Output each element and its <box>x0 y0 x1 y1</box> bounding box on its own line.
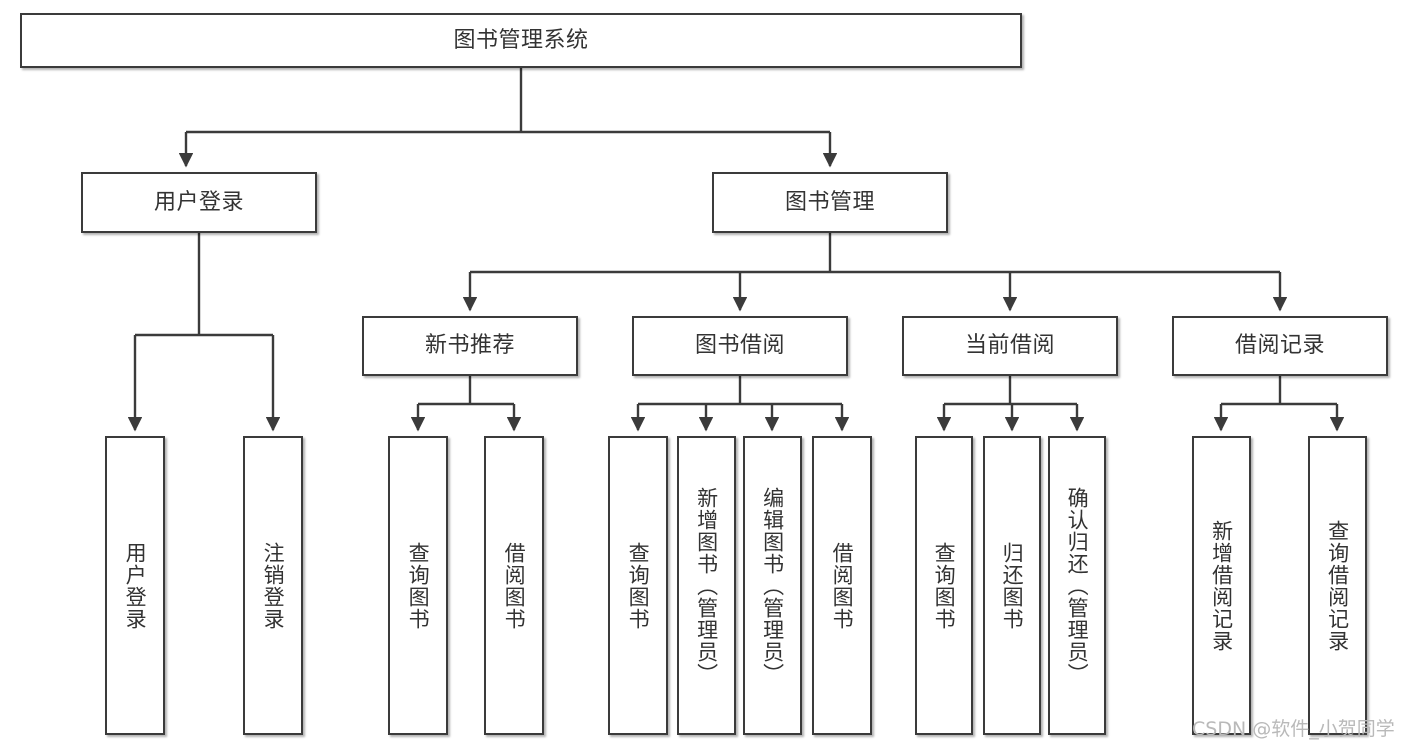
node-leaf-borrow-book-1[interactable]: 借阅图书 <box>484 436 544 735</box>
node-leaf-query-book-2-label: 查询图书 <box>626 541 651 630</box>
node-current-borrow[interactable]: 当前借阅 <box>902 316 1118 376</box>
node-leaf-query-book-3-label: 查询图书 <box>932 541 957 630</box>
node-leaf-user-login[interactable]: 用户登录 <box>105 436 165 735</box>
node-leaf-borrow-book-2-label: 借阅图书 <box>830 541 855 630</box>
node-leaf-confirm-return-label: 确认归还（管理员） <box>1065 486 1090 685</box>
node-leaf-add-book[interactable]: 新增图书（管理员） <box>677 436 736 735</box>
node-borrow-record[interactable]: 借阅记录 <box>1172 316 1388 376</box>
node-leaf-add-book-label: 新增图书（管理员） <box>694 486 719 685</box>
node-book-borrow-label: 图书借阅 <box>694 333 785 358</box>
watermark: CSDN @软件_小贺同学 <box>1192 718 1395 740</box>
node-user-login-label: 用户登录 <box>153 189 244 215</box>
node-current-borrow-label: 当前借阅 <box>964 333 1055 358</box>
node-leaf-query-book-3[interactable]: 查询图书 <box>915 436 973 735</box>
node-leaf-query-record[interactable]: 查询借阅记录 <box>1308 436 1367 735</box>
node-borrow-record-label: 借阅记录 <box>1234 333 1325 358</box>
node-leaf-query-book-1-label: 查询图书 <box>406 541 431 630</box>
node-leaf-edit-book[interactable]: 编辑图书（管理员） <box>743 436 802 735</box>
node-leaf-user-login-label: 用户登录 <box>123 541 148 630</box>
node-leaf-logout-label: 注销登录 <box>261 541 286 630</box>
node-leaf-return-book-label: 归还图书 <box>1000 541 1025 630</box>
node-new-book-rec[interactable]: 新书推荐 <box>362 316 578 376</box>
node-book-manage[interactable]: 图书管理 <box>712 172 948 233</box>
node-user-login[interactable]: 用户登录 <box>81 172 317 233</box>
node-leaf-confirm-return[interactable]: 确认归还（管理员） <box>1048 436 1106 735</box>
node-leaf-return-book[interactable]: 归还图书 <box>983 436 1041 735</box>
node-leaf-query-book-2[interactable]: 查询图书 <box>608 436 668 735</box>
node-book-borrow[interactable]: 图书借阅 <box>632 316 848 376</box>
node-book-manage-label: 图书管理 <box>784 189 875 215</box>
node-root[interactable]: 图书管理系统 <box>20 13 1022 68</box>
node-leaf-borrow-book-1-label: 借阅图书 <box>502 541 527 630</box>
node-root-label: 图书管理系统 <box>453 27 589 53</box>
node-leaf-query-record-label: 查询借阅记录 <box>1325 519 1350 652</box>
node-new-book-rec-label: 新书推荐 <box>424 333 515 358</box>
node-leaf-add-record[interactable]: 新增借阅记录 <box>1192 436 1251 735</box>
node-leaf-query-book-1[interactable]: 查询图书 <box>388 436 448 735</box>
node-leaf-edit-book-label: 编辑图书（管理员） <box>760 486 785 685</box>
node-leaf-add-record-label: 新增借阅记录 <box>1209 519 1234 652</box>
node-leaf-logout[interactable]: 注销登录 <box>243 436 303 735</box>
node-leaf-borrow-book-2[interactable]: 借阅图书 <box>812 436 872 735</box>
